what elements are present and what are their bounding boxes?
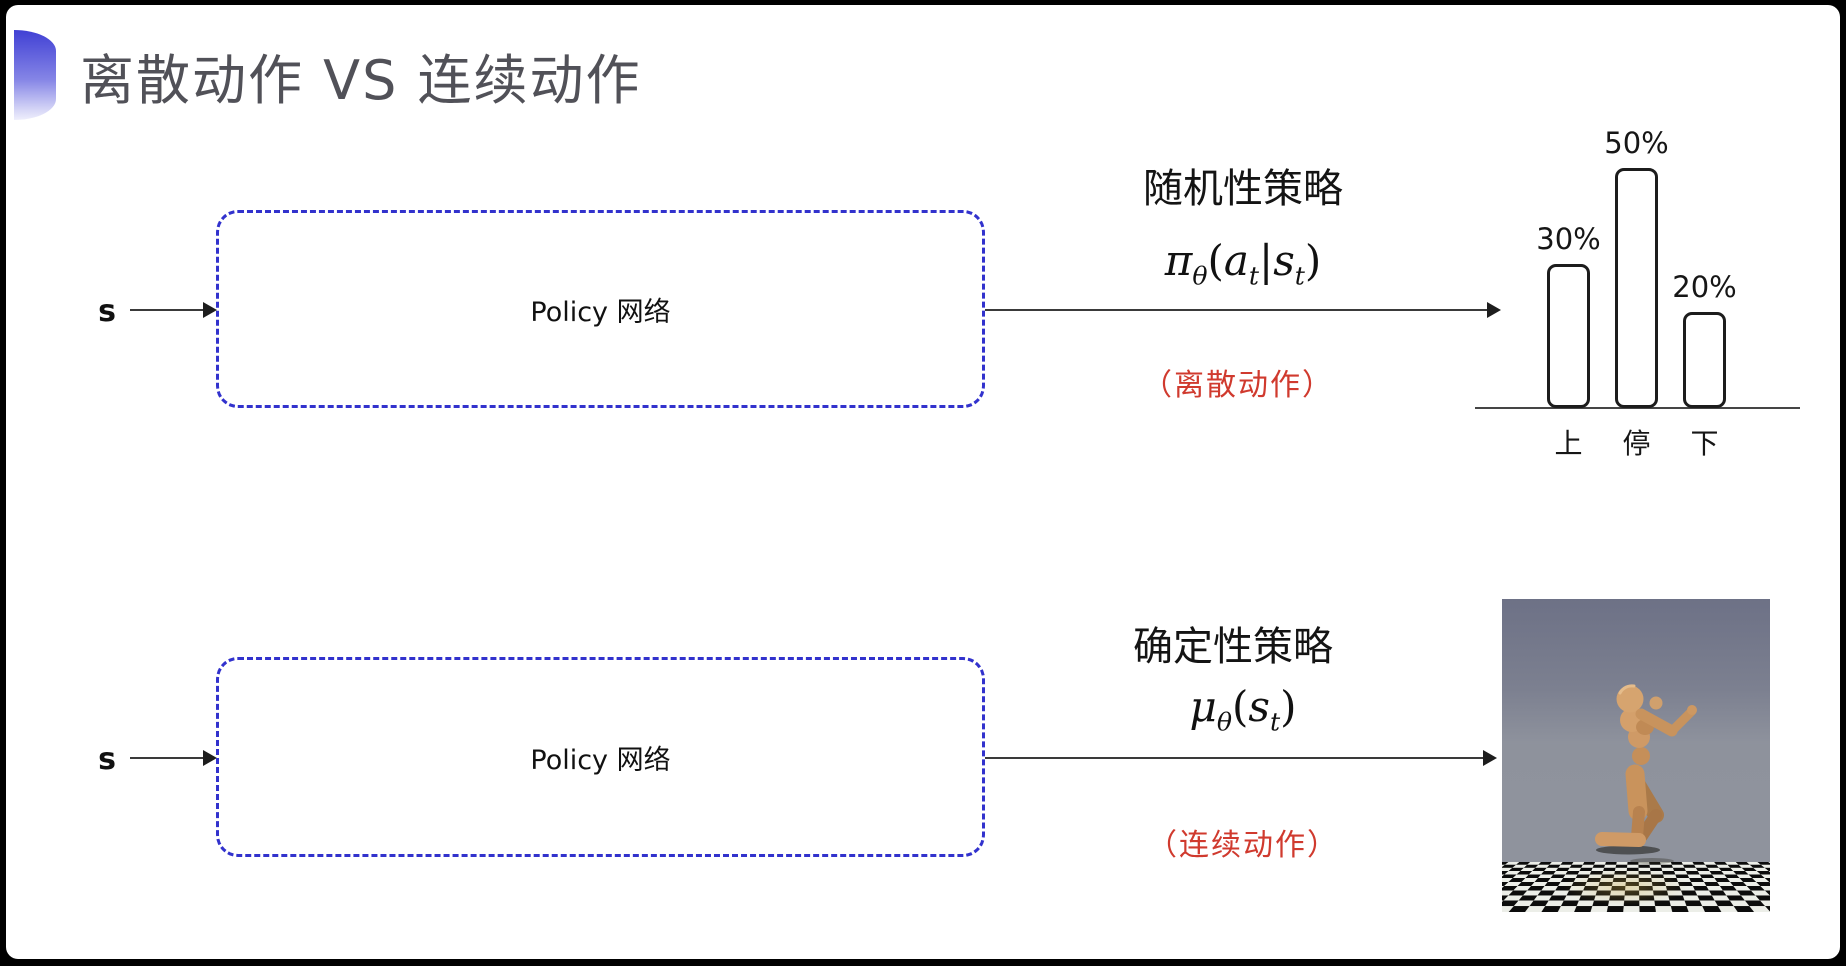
policy-network-box-label-top: Policy 网络 [530, 296, 671, 328]
policy-name-deterministic: 确定性策略 [1133, 624, 1333, 670]
humanoid-robot-figure [1595, 684, 1697, 864]
formula-stochastic: πθ(at|st) [1164, 236, 1322, 291]
output-arrow-head-bottom [1483, 750, 1497, 766]
input-arrow-head-top [203, 302, 217, 318]
policy-network-box-bottom: Policy 网络 [216, 657, 985, 857]
input-arrow-head-bottom [203, 750, 217, 766]
humanoid-simulation-image [1502, 599, 1770, 912]
action-note-continuous: （连续动作） [1147, 828, 1339, 863]
input-arrow-line-bottom [130, 757, 212, 759]
policy-name-stochastic: 随机性策略 [1143, 166, 1343, 212]
action-note-discrete: （离散动作） [1142, 368, 1334, 403]
output-arrow-head-top [1487, 302, 1501, 318]
page-title: 离散动作 VS 连续动作 [80, 49, 642, 112]
half-circle-icon [14, 30, 56, 120]
input-arrow-line-top [130, 309, 212, 311]
output-arrow-line-top [985, 309, 1489, 311]
policy-network-box-label-bottom: Policy 网络 [530, 744, 671, 776]
state-input-label-top: s [98, 294, 116, 329]
state-input-label-bottom: s [98, 742, 116, 777]
output-arrow-line-bottom [985, 757, 1485, 759]
formula-deterministic: μθ(st) [1189, 682, 1297, 737]
policy-network-box-top: Policy 网络 [216, 210, 985, 408]
